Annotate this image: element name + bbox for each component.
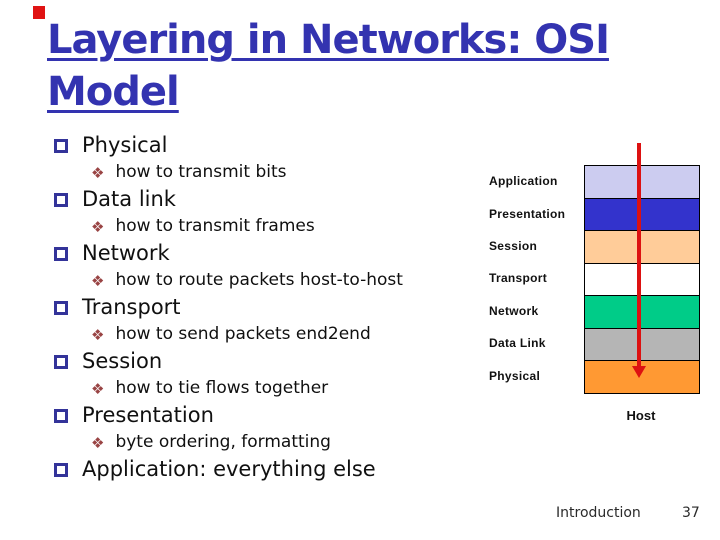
list-item: Data link xyxy=(54,185,484,212)
list-item: Session xyxy=(54,347,484,374)
layer-label: Physical xyxy=(489,368,541,383)
bullet-list: Physical ❖ how to transmit bits Data link… xyxy=(54,131,484,482)
bullet-text: Physical xyxy=(82,132,168,157)
list-subitem: ❖ how to transmit bits xyxy=(54,158,484,185)
list-subitem: ❖ byte ordering, formatting xyxy=(54,428,484,455)
footer-section-label: Introduction xyxy=(556,505,641,521)
bullet-text: Transport xyxy=(82,294,181,319)
square-bullet-icon xyxy=(54,300,68,315)
square-bullet-icon xyxy=(54,408,68,423)
layer-box-application xyxy=(585,166,699,199)
bullet-text: how to transmit frames xyxy=(115,215,315,236)
layer-box-transport xyxy=(585,263,699,297)
red-corner-marker xyxy=(33,6,45,19)
square-bullet-icon xyxy=(54,354,68,369)
diamond-bullet-icon: ❖ xyxy=(91,217,105,236)
list-subitem: ❖ how to send packets end2end xyxy=(54,320,484,347)
square-bullet-icon xyxy=(54,192,68,207)
diamond-bullet-icon: ❖ xyxy=(91,163,105,182)
list-item: Transport xyxy=(54,293,484,320)
title-line: Layering in Networks: OSI xyxy=(47,17,610,63)
diamond-bullet-icon: ❖ xyxy=(91,379,105,398)
down-arrowhead-icon xyxy=(632,366,646,378)
diamond-bullet-icon: ❖ xyxy=(91,271,105,290)
bullet-text: Data link xyxy=(82,186,176,211)
layer-box-datalink xyxy=(585,328,699,362)
layer-box-network xyxy=(585,296,699,329)
square-bullet-icon xyxy=(54,138,68,153)
footer-page-number: 37 xyxy=(682,505,700,521)
slide-title: Layering in Networks: OSI Model xyxy=(47,14,662,118)
title-line: Model xyxy=(47,69,180,115)
bullet-text: how to transmit bits xyxy=(115,161,287,182)
down-arrow-icon xyxy=(637,143,641,368)
list-subitem: ❖ how to tie flows together xyxy=(54,374,484,401)
diamond-bullet-icon: ❖ xyxy=(91,325,105,344)
layer-stack xyxy=(584,165,700,394)
list-item: Application: everything else xyxy=(54,455,484,482)
bullet-text: how to send packets end2end xyxy=(115,323,371,344)
bullet-text: Application: everything else xyxy=(82,456,376,481)
bullet-text: Session xyxy=(82,348,163,373)
layer-label: Transport xyxy=(489,271,548,286)
list-subitem: ❖ how to route packets host-to-host xyxy=(54,266,484,293)
bullet-text: how to route packets host-to-host xyxy=(115,269,403,290)
layer-box-presentation xyxy=(585,198,699,232)
layer-label: Presentation xyxy=(489,206,566,221)
list-item: Physical xyxy=(54,131,484,158)
bullet-text: how to tie flows together xyxy=(115,377,329,398)
square-bullet-icon xyxy=(54,246,68,261)
layer-label: Session xyxy=(489,239,538,254)
list-item: Network xyxy=(54,239,484,266)
layer-label: Application xyxy=(489,174,558,189)
diamond-bullet-icon: ❖ xyxy=(91,433,105,452)
bullet-text: Presentation xyxy=(82,402,214,427)
square-bullet-icon xyxy=(54,462,68,477)
layer-label: Network xyxy=(489,303,539,318)
layer-labels: Application Presentation Session Transpo… xyxy=(489,165,579,392)
list-subitem: ❖ how to transmit frames xyxy=(54,212,484,239)
host-label: Host xyxy=(626,408,656,423)
layer-box-session xyxy=(585,231,699,264)
bullet-text: Network xyxy=(82,240,170,265)
bullet-text: byte ordering, formatting xyxy=(115,431,331,452)
layer-label: Data Link xyxy=(489,336,546,351)
list-item: Presentation xyxy=(54,401,484,428)
